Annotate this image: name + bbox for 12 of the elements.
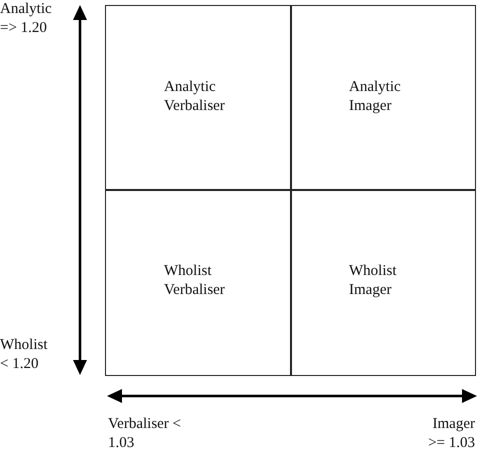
axis-label: Verbaliser < 1.03 [108,415,182,453]
axis-label: Imager >= 1.03 [427,415,475,453]
quadrant-cell [105,189,292,376]
quadrant-cell [105,5,292,191]
axis-label: Wholist < 1.20 [0,336,48,374]
axis-label: Analytic => 1.20 [0,0,53,38]
quadrant-label: Analytic Imager [349,78,402,116]
quadrant-cell [290,5,476,191]
quadrant-label: Analytic Verbaliser [164,78,226,116]
quadrant-label: Wholist Verbaliser [164,262,226,300]
quadrant-label: Wholist Imager [349,262,398,300]
quadrant-cell [290,189,476,376]
